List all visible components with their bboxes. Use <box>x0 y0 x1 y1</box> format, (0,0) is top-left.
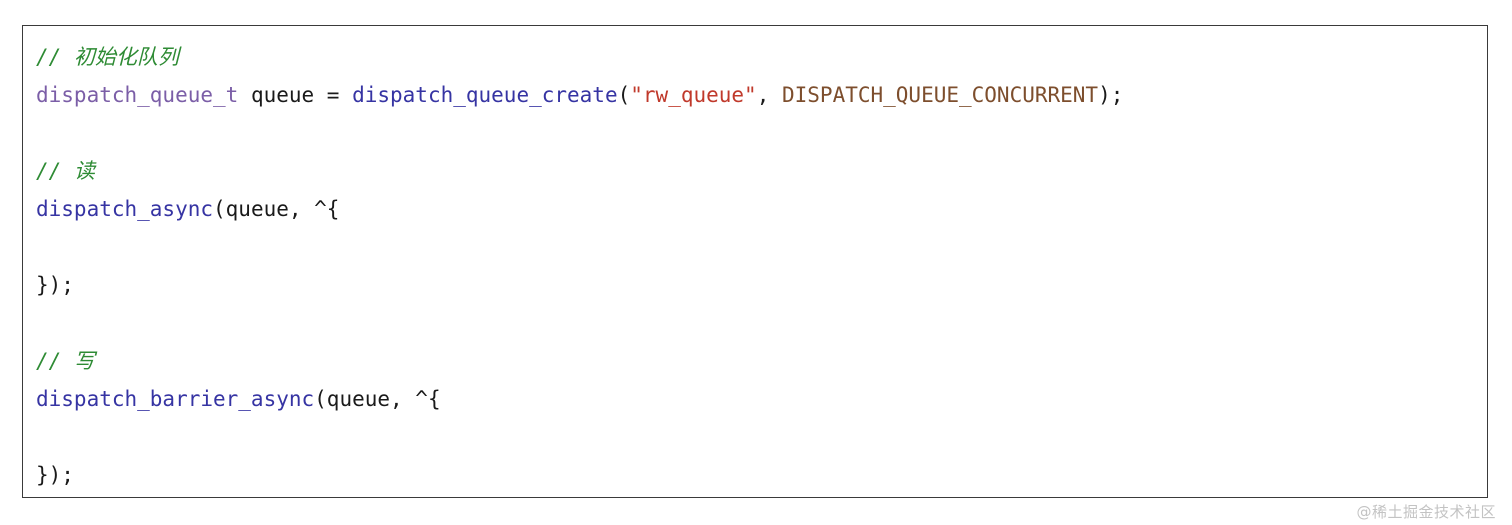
code-line: }); <box>36 266 1487 304</box>
code-token-plain: (queue, ^{ <box>213 197 340 221</box>
code-token-comment: // 读 <box>36 159 95 183</box>
code-line: dispatch_barrier_async(queue, ^{ <box>36 380 1487 418</box>
code-line <box>36 114 1487 152</box>
code-line: }); <box>36 456 1487 494</box>
code-token-comment: // 初始化队列 <box>36 45 179 69</box>
code-line <box>36 304 1487 342</box>
code-token-plain: , <box>756 83 782 107</box>
code-token-plain: queue = <box>238 83 353 107</box>
code-token-plain: (queue, ^{ <box>314 387 441 411</box>
code-token-type: dispatch_queue_t <box>36 83 239 107</box>
code-line <box>36 228 1487 266</box>
code-token-plain: ( <box>617 83 631 107</box>
code-token-func: dispatch_queue_create <box>352 83 618 107</box>
code-token-comment: // 写 <box>36 349 95 373</box>
code-token-string: "rw_queue" <box>630 83 757 107</box>
code-token-func: dispatch_async <box>36 197 214 221</box>
code-line <box>36 418 1487 456</box>
code-token-plain: ); <box>1098 83 1124 107</box>
code-block-card: // 初始化队列 dispatch_queue_t queue = dispatc… <box>22 25 1488 498</box>
code-line: // 初始化队列 <box>36 38 1487 76</box>
code-token-func: dispatch_barrier_async <box>36 387 315 411</box>
code-token-const: DISPATCH_QUEUE_CONCURRENT <box>782 83 1099 107</box>
code-token-plain: }); <box>36 273 74 297</box>
watermark-label: @稀土掘金技术社区 <box>1356 503 1496 521</box>
code-line: // 写 <box>36 342 1487 380</box>
code-line: dispatch_queue_t queue = dispatch_queue_… <box>36 76 1487 114</box>
code-token-plain: }); <box>36 463 74 487</box>
code-line: // 读 <box>36 152 1487 190</box>
code-listing[interactable]: // 初始化队列 dispatch_queue_t queue = dispatc… <box>23 26 1487 494</box>
code-line: dispatch_async(queue, ^{ <box>36 190 1487 228</box>
